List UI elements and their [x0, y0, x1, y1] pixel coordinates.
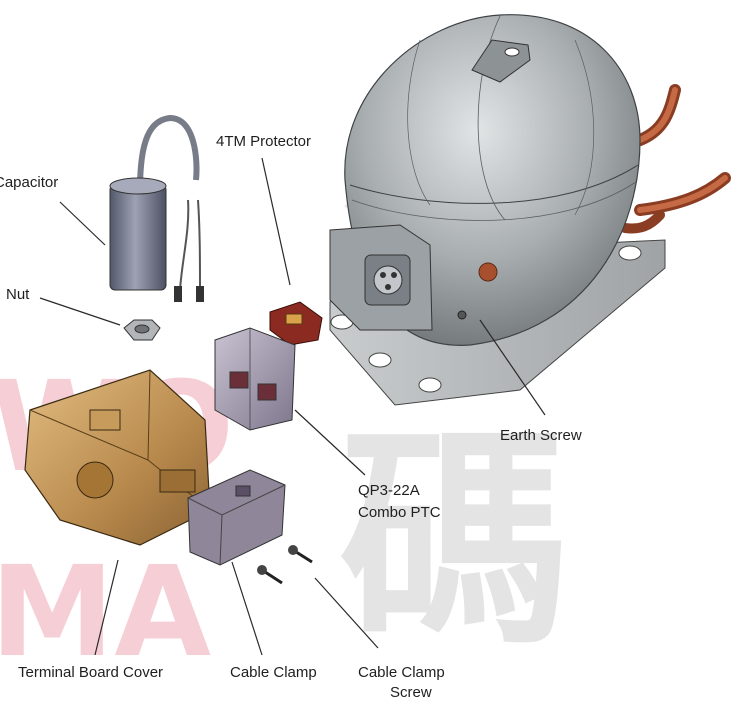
leader-earth-screw [479, 319, 546, 416]
cable-clamp [187, 469, 286, 566]
watermark-glyph-bottom: 碼 [340, 408, 570, 675]
cable-clamp-screws [257, 545, 313, 585]
capacitor [109, 114, 204, 302]
leader-terminal-cover [94, 559, 119, 656]
copper-tubes [620, 84, 731, 234]
leader-protector [261, 157, 291, 286]
compressor-shell [329, 14, 641, 346]
nut [123, 319, 161, 341]
label-nut: Nut [6, 286, 30, 303]
label-terminal-board-cover: Terminal Board Cover [18, 664, 164, 681]
protector [269, 301, 323, 346]
leader-cable-clamp [231, 561, 263, 656]
label-cable-clamp: Cable Clamp [230, 664, 317, 681]
leader-ptc [294, 409, 366, 476]
label-protector: 4TM Protector [216, 133, 312, 150]
leader-lines [39, 157, 546, 656]
ptc-starter [214, 327, 296, 431]
label-cable-clamp-screw-line1: Cable Clamp [358, 664, 445, 681]
leader-nut [39, 297, 121, 326]
label-capacitor: Capacitor [0, 174, 59, 191]
label-cable-clamp-screw-line2: Screw [390, 684, 432, 701]
label-earth-screw: Earth Screw [500, 427, 582, 444]
label-ptc-line1: QP3-22A [358, 482, 420, 499]
leader-capacitor [59, 201, 106, 246]
leader-clamp-screw [314, 577, 379, 649]
terminal-board-cover [24, 369, 211, 546]
label-ptc-line2: Combo PTC [358, 504, 441, 521]
